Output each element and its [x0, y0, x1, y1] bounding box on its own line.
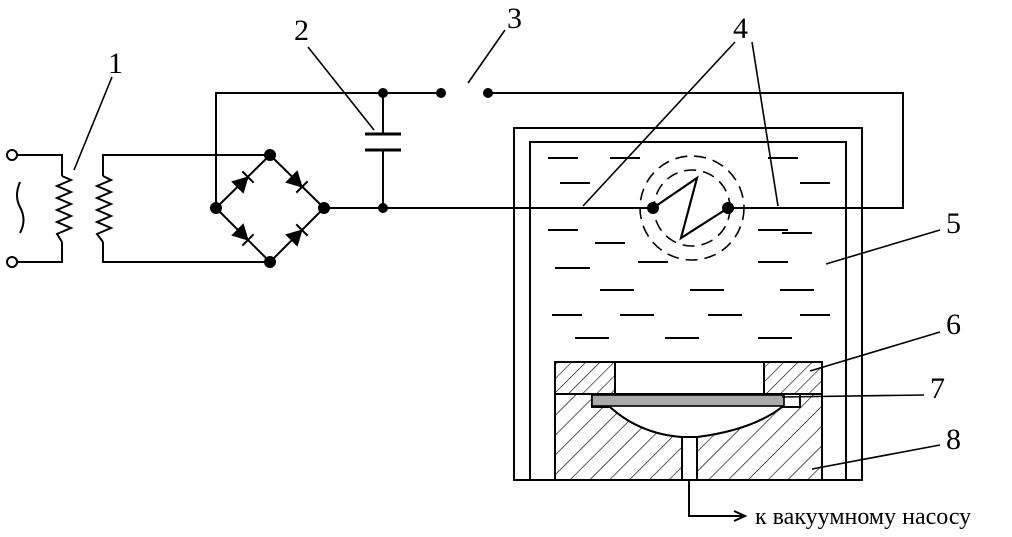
input-terminal-top: [6, 149, 18, 161]
clamp-ring-right: [763, 361, 823, 395]
leader-3: [467, 29, 506, 84]
leader-lines: [73, 29, 941, 470]
dielectric-liquid: [548, 157, 830, 339]
diode-bridge: [210, 149, 330, 268]
label-1: 1: [108, 47, 123, 80]
secondary-winding: [94, 175, 114, 243]
vacuum-line: [688, 480, 748, 522]
label-6: 6: [946, 308, 961, 341]
diode-4: [285, 223, 309, 247]
leader-2: [307, 46, 375, 131]
leader-4b: [751, 41, 779, 207]
diode-3: [231, 223, 255, 247]
electrode-assembly: [639, 155, 745, 261]
leader-5: [825, 229, 941, 265]
discharge-zone-outer: [639, 155, 745, 261]
diode-1: [231, 170, 255, 194]
leader-4a: [582, 41, 736, 207]
junction-cap-bottom: [378, 203, 388, 213]
switch-contact-left: [436, 88, 446, 98]
primary-winding: [54, 175, 74, 243]
main-circuit: [215, 92, 904, 209]
spark-discharge: [652, 175, 729, 241]
label-7: 7: [930, 372, 945, 405]
leader-7: [781, 394, 925, 398]
label-3: 3: [507, 2, 522, 35]
input-terminal-bottom: [6, 256, 18, 268]
clamp-ring-left: [554, 361, 616, 395]
leader-1: [73, 76, 113, 171]
workpiece-sheet: [591, 394, 785, 407]
label-4: 4: [733, 12, 748, 45]
label-5: 5: [946, 207, 961, 240]
ac-symbol-icon: [16, 181, 25, 234]
label-2: 2: [294, 14, 309, 47]
ac-input-terminals: [6, 149, 63, 268]
label-8: 8: [946, 423, 961, 456]
leader-8: [811, 444, 941, 470]
junction-cap-top: [378, 88, 388, 98]
switch-contact-right: [483, 88, 493, 98]
leader-6: [809, 331, 941, 372]
die-assembly: [554, 361, 823, 481]
diode-2: [285, 170, 309, 194]
transformer: [54, 154, 270, 263]
electrode-right: [722, 202, 734, 214]
electrode-left: [647, 202, 659, 214]
vacuum-pump-caption: к вакуумному насосу: [755, 504, 971, 530]
arrow-right-icon: [733, 510, 748, 522]
